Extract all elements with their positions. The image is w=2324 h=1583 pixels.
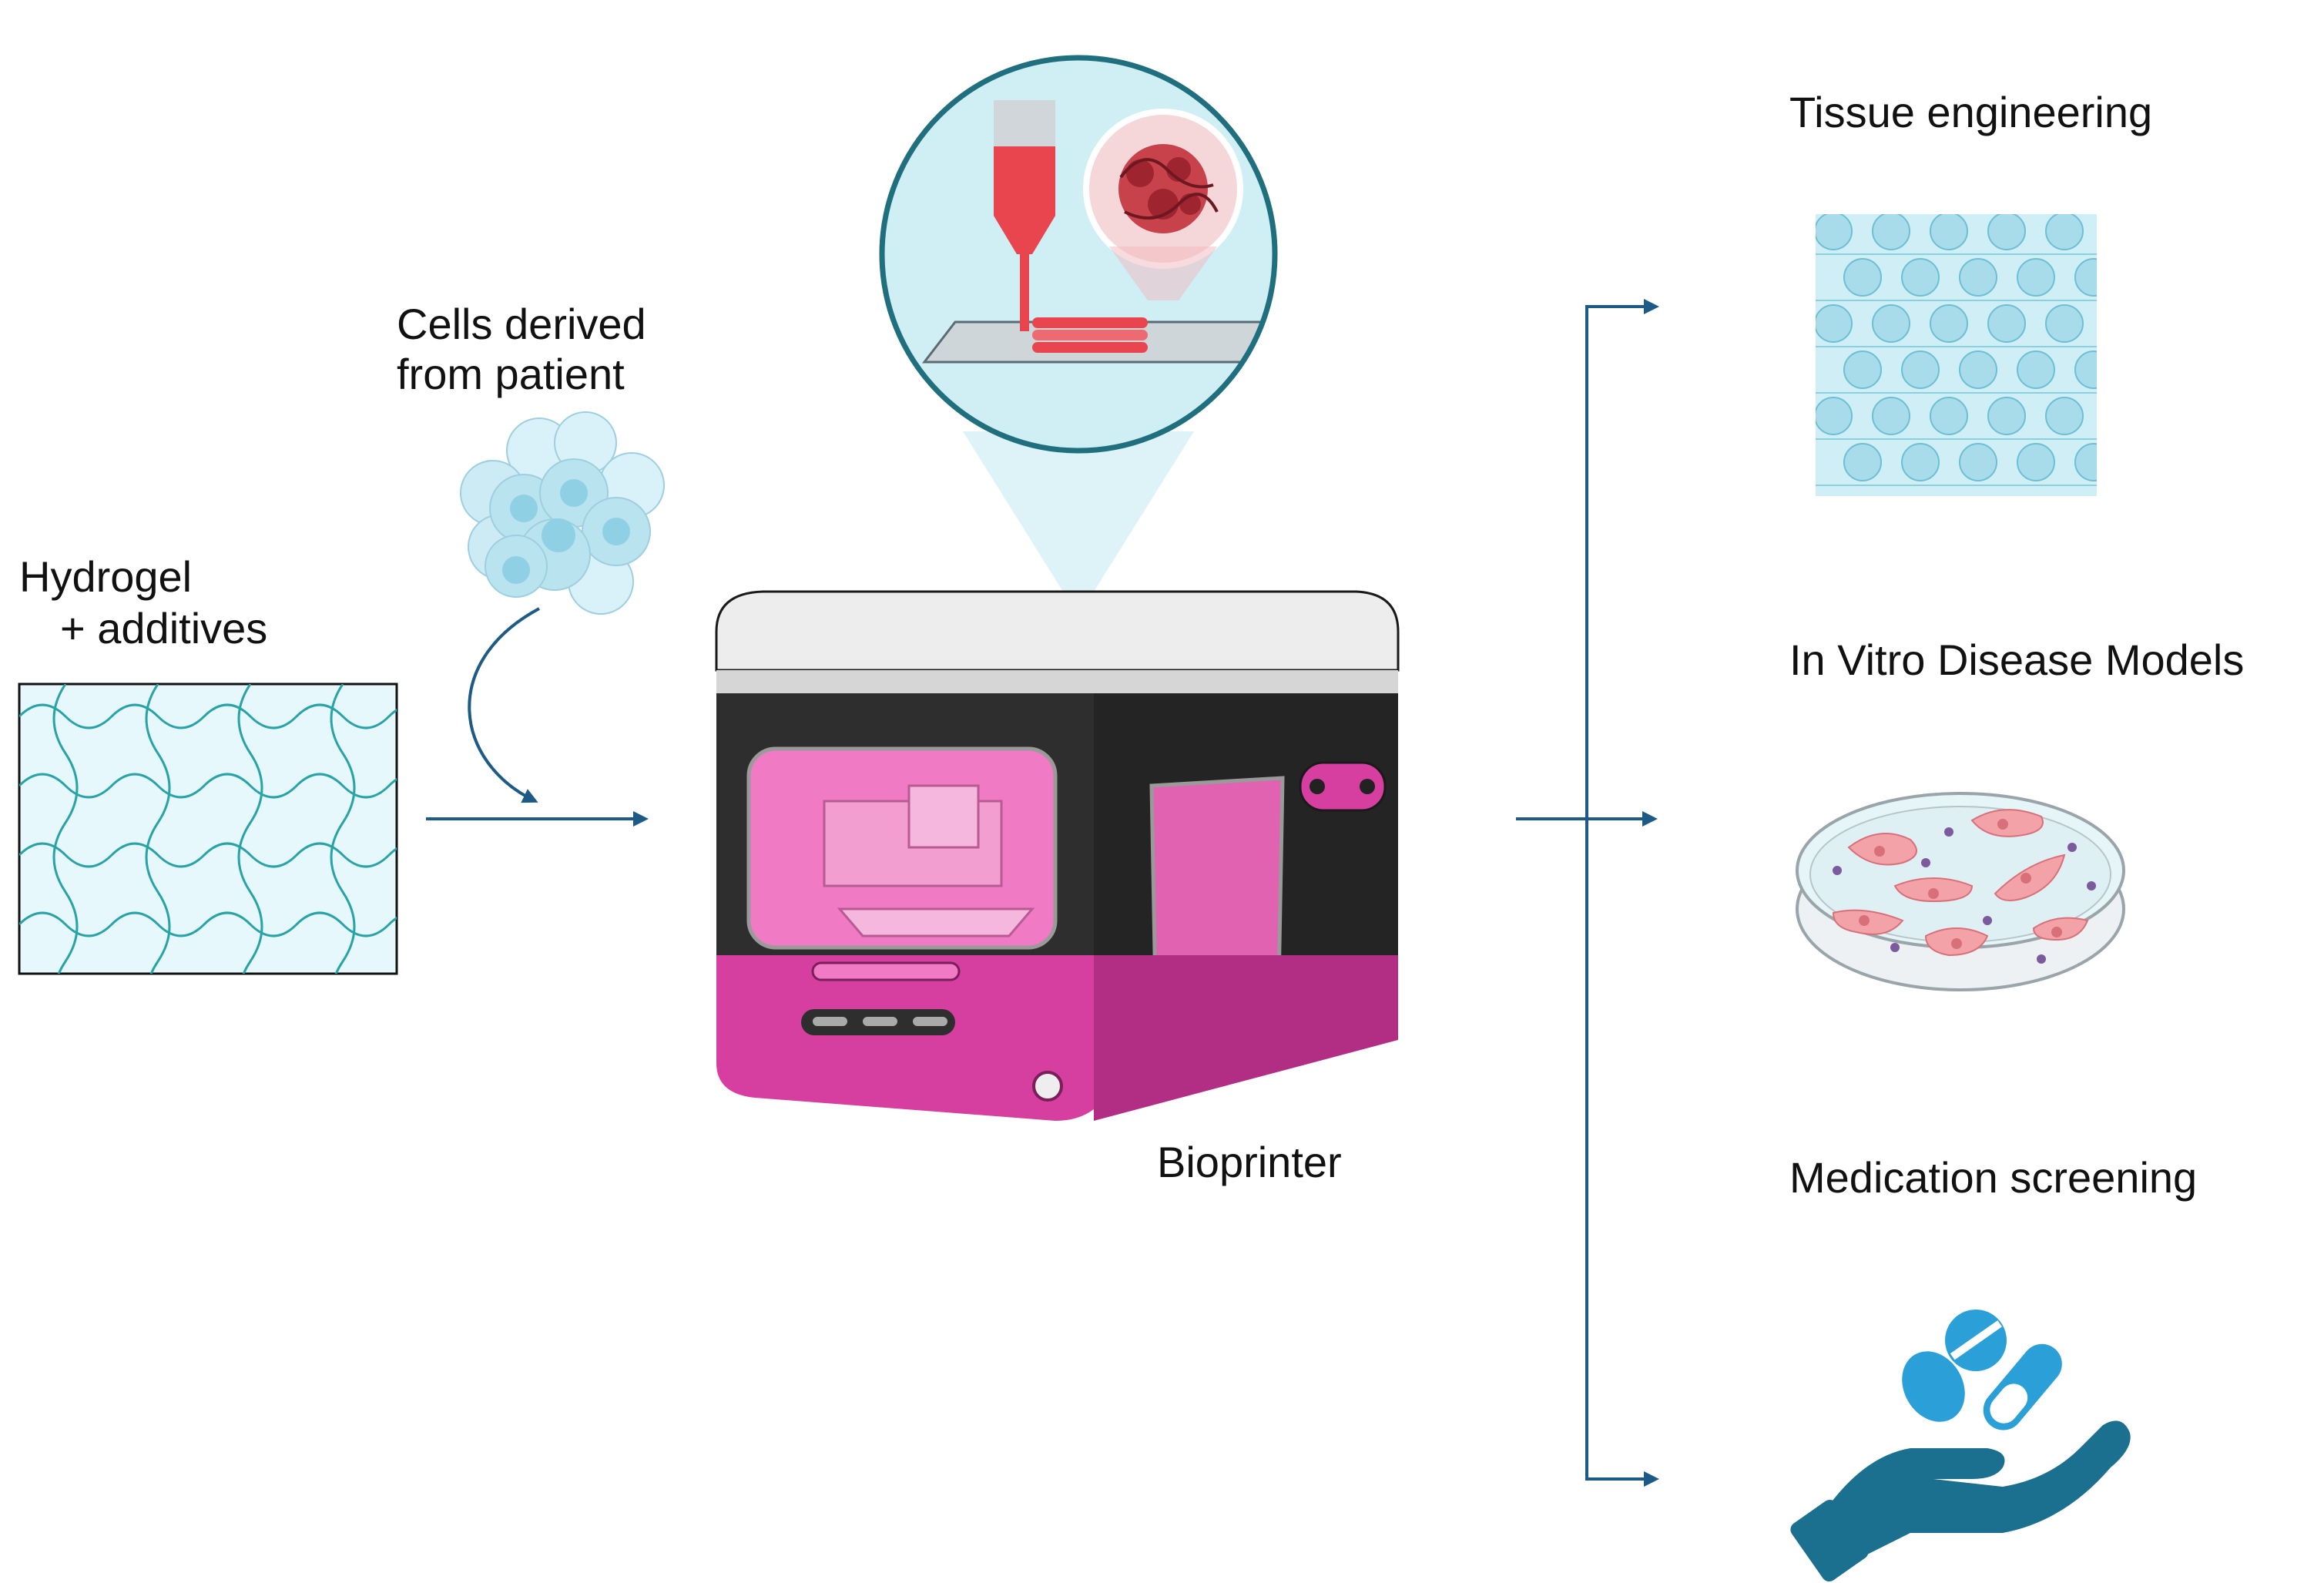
output-arrows [1516, 299, 1659, 1487]
cells-label-line1: Cells derived [397, 300, 646, 348]
hydrogel-mesh-icon [18, 683, 398, 975]
medication-hand-icon [1790, 1310, 2131, 1582]
disease-models-label: In Vitro Disease Models [1789, 636, 2244, 684]
cell-cluster-icon [460, 411, 665, 615]
medication-screening-label: Medication screening [1789, 1153, 2197, 1202]
tissue-grid-icon [1816, 214, 2097, 496]
cells-label-line2: from patient [397, 350, 625, 398]
tissue-engineering-label: Tissue engineering [1789, 88, 2152, 136]
petri-dish-icon [1796, 792, 2125, 991]
bioprinter-icon [715, 590, 1400, 1121]
cells-flow-arrow [468, 607, 540, 803]
hydrogel-label-line2: + additives [60, 604, 267, 652]
printing-zoom-icon [879, 55, 1278, 616]
hydrogel-label-line1: Hydrogel [19, 552, 192, 601]
bioprinter-label: Bioprinter [1157, 1138, 1342, 1186]
